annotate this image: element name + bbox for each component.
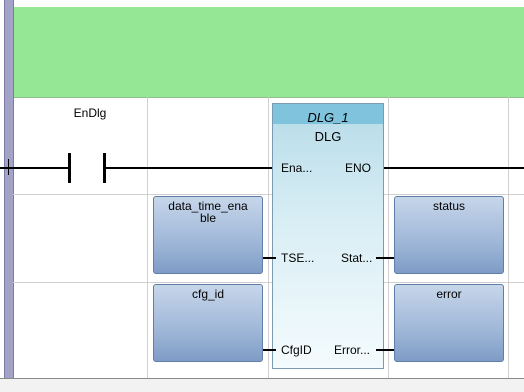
pin-error-output[interactable]: Error... <box>334 343 371 357</box>
variable-label: cfg_id <box>191 287 225 301</box>
pin-tse-input[interactable]: TSE... <box>281 251 315 265</box>
variable-error[interactable]: error <box>394 284 504 362</box>
variable-label: status <box>432 199 465 213</box>
variable-status[interactable]: status <box>394 196 504 274</box>
grid-column-line <box>508 97 509 378</box>
bottom-border <box>0 378 524 379</box>
grid-column-line <box>147 97 148 378</box>
pin-status-output[interactable]: Stat... <box>341 251 373 265</box>
rung-wire-left <box>0 167 68 169</box>
grid-column-line <box>268 97 269 378</box>
pin-stub-status <box>376 257 394 259</box>
pin-enable-input[interactable]: Ena... <box>281 161 313 175</box>
function-block-dlg[interactable] <box>272 103 384 369</box>
contact-label: EnDlg <box>73 106 107 120</box>
horizontal-scrollbar-area[interactable] <box>0 379 524 392</box>
function-block-header <box>273 104 383 124</box>
rung-wire-to-block <box>106 167 272 169</box>
variable-data-time-enable[interactable]: data_time_ena ble <box>153 196 263 274</box>
pin-stub-cfgid <box>262 349 276 351</box>
pin-cfgid-input[interactable]: CfgID <box>281 343 312 357</box>
contact-left-bar[interactable] <box>68 153 71 183</box>
network-header-band[interactable] <box>13 7 524 98</box>
function-block-instance-name[interactable]: DLG_1 <box>307 110 349 125</box>
pin-eno-output[interactable]: ENO <box>345 161 372 175</box>
function-block-type: DLG <box>314 129 342 144</box>
rail-connector <box>8 159 9 175</box>
variable-label: data_time_ena ble <box>168 199 248 225</box>
left-power-rail <box>4 0 14 378</box>
variable-cfg-id[interactable]: cfg_id <box>153 284 263 362</box>
contact-right-bar[interactable] <box>103 153 106 183</box>
grid-column-line <box>388 97 389 378</box>
pin-stub-error <box>376 349 394 351</box>
pin-stub-tse <box>262 257 276 259</box>
variable-label: error <box>436 287 462 301</box>
rung-wire-eno-out <box>384 167 524 169</box>
